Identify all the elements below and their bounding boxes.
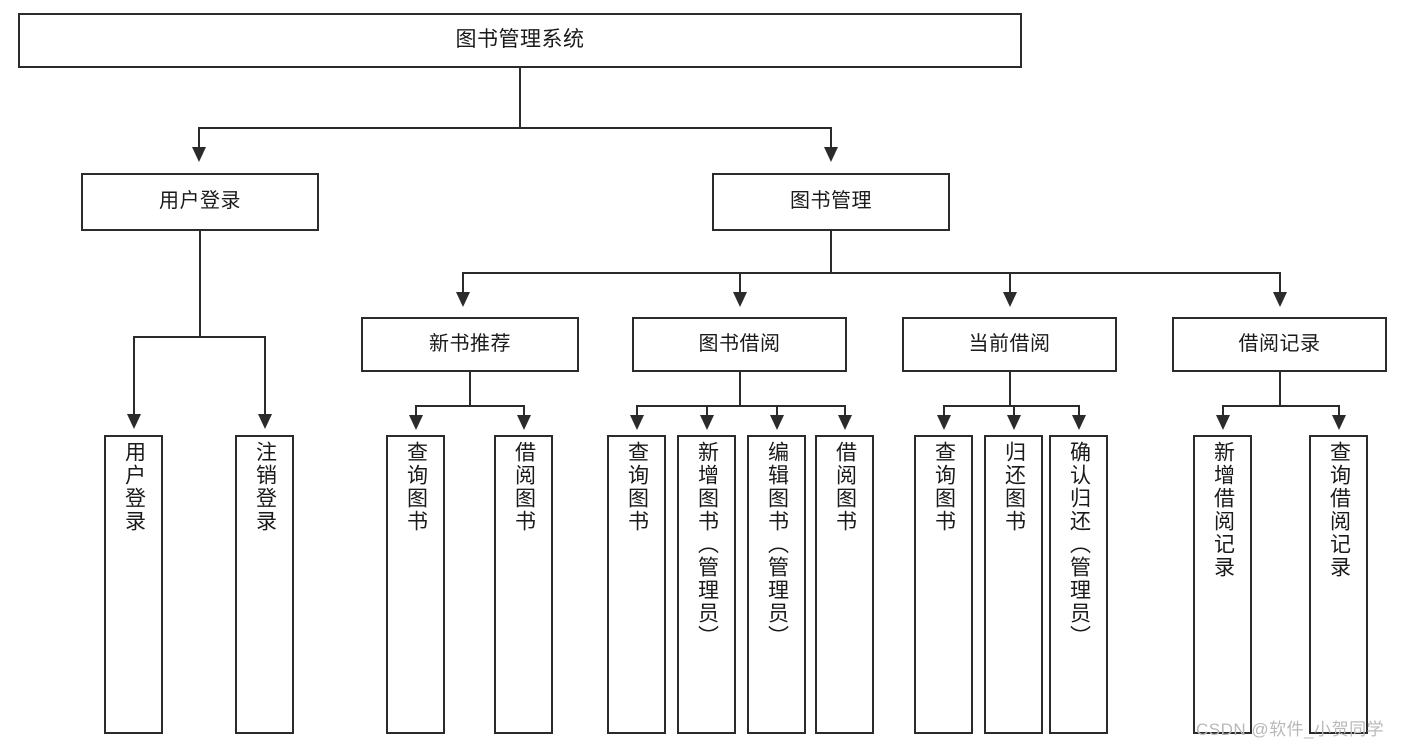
node-label: 当前借阅 (968, 332, 1051, 355)
leaf-query-book-newbook[interactable]: 查询图书 (386, 435, 445, 734)
leaf-edit-book[interactable]: 编辑图书（管理员） (747, 435, 806, 734)
connector-book-borrow-drop-3 (776, 405, 778, 417)
node-user-login[interactable]: 用户登录 (81, 173, 319, 231)
node-label: 确认归还（管理员） (1067, 441, 1091, 648)
connector-book-borrow-bus (636, 405, 845, 407)
connector-user-login-bus (133, 336, 266, 338)
connector-book-borrow-drop-1 (636, 405, 638, 417)
connector-current-borrow-drop-1 (943, 405, 945, 417)
node-label: 图书借阅 (698, 332, 781, 355)
connector-user-login-drop-1 (133, 336, 135, 416)
node-label: 查询借阅记录 (1327, 441, 1351, 579)
node-new-book-recommend[interactable]: 新书推荐 (361, 317, 579, 372)
connector-borrow-record-bus (1222, 405, 1339, 407)
arrow-to-leaf-add-book (700, 415, 714, 430)
node-borrow-record[interactable]: 借阅记录 (1172, 317, 1387, 372)
connector-book-mgmt-bus (462, 272, 1280, 274)
arrow-to-borrow-record (1273, 292, 1287, 307)
node-label: 新增借阅记录 (1211, 441, 1235, 579)
connector-book-mgmt-drop-4 (1279, 272, 1281, 294)
arrow-to-user-login (192, 147, 206, 162)
leaf-query-book-current[interactable]: 查询图书 (914, 435, 973, 734)
node-label: 查询图书 (625, 441, 649, 533)
arrow-to-leaf-query-book-2 (630, 415, 644, 430)
arrow-to-leaf-edit-book (770, 415, 784, 430)
arrow-to-current-borrow (1003, 292, 1017, 307)
leaf-return-book[interactable]: 归还图书 (984, 435, 1043, 734)
node-label: 新增图书（管理员） (695, 441, 719, 648)
node-label: 借阅图书 (512, 441, 536, 533)
arrow-to-leaf-add-record (1216, 415, 1230, 430)
leaf-add-book[interactable]: 新增图书（管理员） (677, 435, 736, 734)
arrow-to-leaf-user-login (127, 414, 141, 429)
connector-root-to-user-login (198, 127, 200, 149)
arrow-to-leaf-confirm-return (1072, 415, 1086, 430)
connector-book-mgmt-stem (830, 231, 832, 273)
node-label: 图书管理系统 (455, 28, 585, 52)
connector-book-borrow-drop-4 (844, 405, 846, 417)
node-label: 借阅图书 (833, 441, 857, 533)
connector-current-borrow-stem (1009, 372, 1011, 406)
node-label: 查询图书 (932, 441, 956, 533)
arrow-to-leaf-query-book-3 (937, 415, 951, 430)
connector-borrow-record-stem (1279, 372, 1281, 406)
node-current-borrow[interactable]: 当前借阅 (902, 317, 1117, 372)
node-label: 新书推荐 (429, 332, 511, 355)
connector-book-mgmt-drop-2 (739, 272, 741, 294)
arrow-to-leaf-borrow-book-1 (517, 415, 531, 430)
connector-current-borrow-drop-3 (1078, 405, 1080, 417)
leaf-user-login[interactable]: 用户登录 (104, 435, 163, 734)
connector-user-login-stem (199, 231, 201, 337)
connector-new-book-drop-2 (523, 405, 525, 417)
arrow-to-leaf-logout (258, 414, 272, 429)
connector-book-mgmt-drop-3 (1009, 272, 1011, 294)
connector-borrow-record-drop-2 (1338, 405, 1340, 417)
connector-book-mgmt-drop-1 (462, 272, 464, 294)
connector-root-stem (519, 68, 521, 128)
connector-new-book-drop-1 (415, 405, 417, 417)
connector-new-book-stem (469, 372, 471, 406)
node-label: 借阅记录 (1238, 332, 1321, 355)
node-label: 注销登录 (253, 441, 277, 533)
leaf-query-borrow-record[interactable]: 查询借阅记录 (1309, 435, 1368, 734)
connector-current-borrow-bus (943, 405, 1079, 407)
node-book-borrow[interactable]: 图书借阅 (632, 317, 847, 372)
leaf-borrow-book[interactable]: 借阅图书 (815, 435, 874, 734)
arrow-to-new-book (456, 292, 470, 307)
node-label: 查询图书 (404, 441, 428, 533)
leaf-query-book-borrow[interactable]: 查询图书 (607, 435, 666, 734)
connector-current-borrow-drop-2 (1013, 405, 1015, 417)
leaf-add-borrow-record[interactable]: 新增借阅记录 (1193, 435, 1252, 734)
arrow-to-book-mgmt (824, 147, 838, 162)
node-label: 图书管理 (790, 190, 872, 213)
leaf-confirm-return[interactable]: 确认归还（管理员） (1049, 435, 1108, 734)
connector-borrow-record-drop-1 (1222, 405, 1224, 417)
connector-new-book-bus (415, 405, 524, 407)
connector-book-borrow-drop-2 (706, 405, 708, 417)
node-label: 用户登录 (159, 190, 241, 213)
leaf-logout[interactable]: 注销登录 (235, 435, 294, 734)
connector-root-to-book-mgmt (830, 127, 832, 149)
node-label: 编辑图书（管理员） (765, 441, 789, 648)
arrow-to-leaf-query-record (1332, 415, 1346, 430)
arrow-to-leaf-query-book-1 (409, 415, 423, 430)
node-root-system[interactable]: 图书管理系统 (18, 13, 1022, 68)
arrow-to-leaf-return-book (1007, 415, 1021, 430)
arrow-to-leaf-borrow-book-2 (838, 415, 852, 430)
connector-book-borrow-stem (739, 372, 741, 406)
connector-root-bus (198, 127, 832, 129)
leaf-borrow-book-newbook[interactable]: 借阅图书 (494, 435, 553, 734)
arrow-to-book-borrow (733, 292, 747, 307)
connector-user-login-drop-2 (264, 336, 266, 416)
node-book-management[interactable]: 图书管理 (712, 173, 950, 231)
node-label: 用户登录 (122, 441, 146, 533)
node-label: 归还图书 (1002, 441, 1026, 533)
